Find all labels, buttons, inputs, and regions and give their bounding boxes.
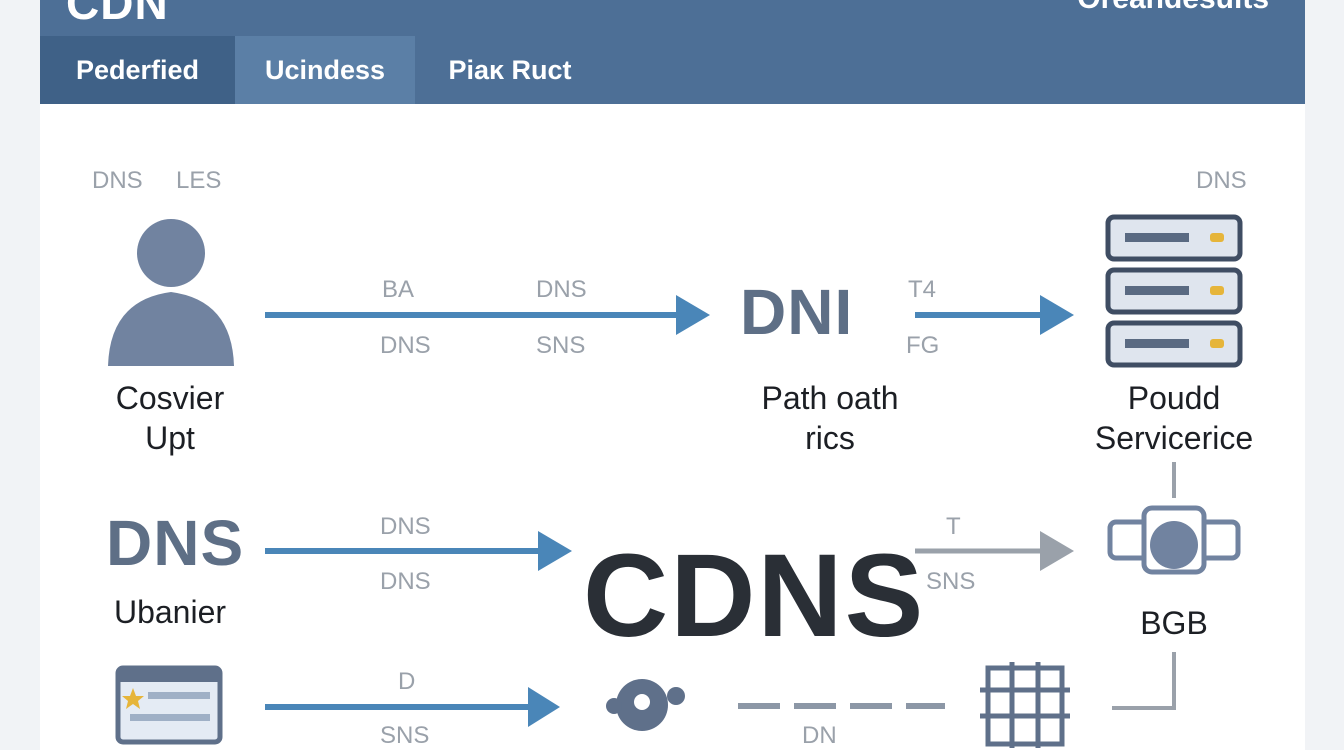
arrow1-label-sns: SNS (536, 332, 586, 359)
top-left-label-dns: DNS (92, 167, 143, 194)
arrow2-label-fg: FG (906, 332, 940, 359)
diagram-frame: CDN Oreandesults Pederfied Ucindess Piaĸ… (40, 0, 1305, 750)
row3-label-d: D (398, 668, 416, 695)
arrow-browser-to-node (265, 687, 560, 727)
arrow-dns-to-cdns (265, 531, 572, 571)
tab-bar: Pederfied Ucindess Piaĸ Ruct (40, 36, 1305, 104)
mid-node-text: DNI (740, 276, 854, 348)
server-caption-line2: Servicerice (1094, 420, 1254, 456)
arrow1-label-dns-top: DNS (536, 276, 587, 303)
user-caption-line2: Upt (145, 420, 195, 456)
network-card-icon (1107, 505, 1241, 575)
connector-l-bottom (1112, 652, 1176, 710)
row2-arrow-label-bottom: DNS (380, 568, 431, 595)
row2-left-caption: Ubanier (113, 594, 227, 630)
row2-arrow-label-top: DNS (380, 513, 431, 540)
arrow-dni-to-server (915, 295, 1074, 335)
grid-node-icon (980, 662, 1070, 748)
top-left-label-les: LES (176, 167, 222, 194)
brand-title: CDN (66, 0, 169, 29)
diagram-graphics (108, 214, 1243, 748)
bgb-caption: BGB (1140, 605, 1208, 641)
header-bar: CDN Oreandesults Pederfied Ucindess Piaĸ… (40, 0, 1305, 104)
mid-caption-line1: Path oath (761, 380, 899, 416)
row3-label-dn: DN (802, 722, 837, 749)
arrow2-label-t4: T4 (908, 276, 937, 303)
center-cdns-text: CDNS (583, 530, 926, 662)
server-stack-icon (1105, 214, 1243, 368)
row2-left-text: DNS (106, 507, 245, 579)
browser-window-icon (115, 665, 223, 745)
user-icon (108, 219, 234, 366)
arrow1-label-ba: BA (382, 276, 415, 303)
user-caption-line1: Cosvier (115, 380, 225, 416)
top-right-label-dns: DNS (1196, 167, 1247, 194)
tab-piak-ruct[interactable]: Piaĸ Ruct (415, 36, 605, 104)
cloud-node-icon (606, 679, 685, 731)
tab-ucindess[interactable]: Ucindess (235, 36, 415, 104)
mid-caption-line2: rics (805, 420, 855, 456)
row2-right-label-sns: SNS (926, 568, 976, 595)
arrow-cdns-to-bgb (915, 531, 1074, 571)
arrow1-label-dns-bottom: DNS (380, 332, 431, 359)
arrow-user-to-dni (265, 295, 710, 335)
header-right-title: Oreandesults (1077, 0, 1269, 16)
row2-right-label-t: T (946, 513, 961, 540)
server-caption-line1: Poudd (1127, 380, 1221, 416)
row3-label-sns: SNS (380, 722, 430, 749)
tab-pederfied[interactable]: Pederfied (40, 36, 235, 104)
